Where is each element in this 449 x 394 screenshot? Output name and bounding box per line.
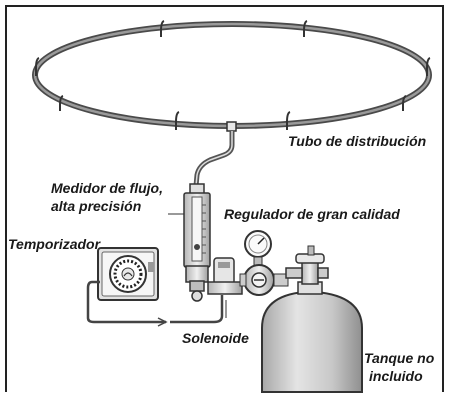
label-regulator: Regulador de gran calidad: [224, 206, 400, 222]
solenoid: [207, 257, 243, 295]
label-flow-meter-line2: alta precisión: [51, 198, 142, 214]
label-solenoid: Solenoide: [182, 330, 249, 346]
co2-tank: [261, 245, 363, 393]
label-tank-line1: Tanque no: [364, 350, 435, 366]
ring-clips: [35, 20, 431, 130]
label-timer: Temporizador: [8, 236, 101, 252]
flow-meter: [183, 183, 211, 302]
distribution-ring: [32, 21, 432, 129]
frame-border: [5, 5, 444, 392]
power-cord: [86, 280, 166, 324]
timer: [97, 247, 159, 301]
solenoid-cord: [170, 295, 224, 324]
label-flow-meter-line1: Medidor de flujo,: [51, 180, 163, 196]
regulator: [239, 230, 289, 296]
label-distribution-tube: Tubo de distribución: [288, 133, 427, 149]
t-connector: [226, 121, 237, 132]
label-tank-line2: incluido: [369, 368, 423, 384]
